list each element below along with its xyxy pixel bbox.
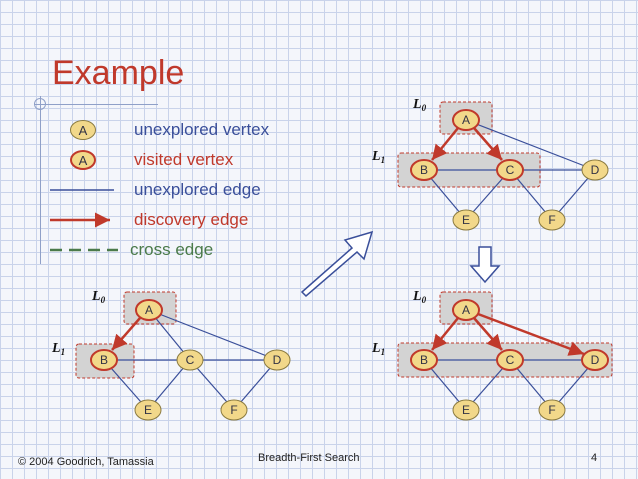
svg-text:F: F xyxy=(548,403,555,417)
level-label-l1: L1 xyxy=(371,149,385,165)
level-label-l1: L1 xyxy=(371,341,385,357)
vertex-d: D xyxy=(263,349,291,371)
level-label-l0: L0 xyxy=(412,289,427,305)
transition-arrow-down xyxy=(469,246,501,284)
svg-text:D: D xyxy=(591,353,600,367)
vertex-b: B xyxy=(90,349,118,371)
vertex-e: E xyxy=(452,399,480,421)
level-label-l0: L0 xyxy=(91,289,106,305)
svg-text:C: C xyxy=(506,163,515,177)
vertex-d: D xyxy=(581,349,609,371)
svg-text:C: C xyxy=(506,353,515,367)
vertex-b: B xyxy=(410,349,438,371)
vertex-a: A xyxy=(135,299,163,321)
vertex-e: E xyxy=(134,399,162,421)
svg-text:A: A xyxy=(145,303,153,317)
slide-title: Example xyxy=(52,54,185,92)
legend-unexplored-vertex-text: unexplored vertex xyxy=(134,120,270,139)
svg-text:B: B xyxy=(100,353,108,367)
panel-bottom-right: L0 L1 A B C D E F xyxy=(371,289,613,421)
level-label-l0: L0 xyxy=(412,97,427,113)
vertex-f: F xyxy=(538,209,566,231)
legend-unexplored-edge-text: unexplored edge xyxy=(134,180,261,199)
svg-text:A: A xyxy=(462,113,470,127)
svg-text:F: F xyxy=(548,213,555,227)
level-label-l1: L1 xyxy=(51,341,65,357)
svg-text:D: D xyxy=(591,163,600,177)
legend-visited-vertex-text: visited vertex xyxy=(134,150,234,169)
discovery-edge-a-c xyxy=(473,317,503,351)
vertex-e: E xyxy=(452,209,480,231)
vertex-a: A xyxy=(452,299,480,321)
vertex-a: A xyxy=(452,109,480,131)
legend-discovery-edge-text: discovery edge xyxy=(134,210,249,229)
svg-text:D: D xyxy=(273,353,282,367)
footer-slide-title: Breadth-First Search xyxy=(258,452,360,464)
discovery-edge-a-b xyxy=(431,127,459,161)
svg-text:E: E xyxy=(462,403,470,417)
discovery-edge-a-c xyxy=(473,127,503,161)
legend-unexplored-vertex: A xyxy=(70,120,96,140)
vertex-c: C xyxy=(496,159,524,181)
title-rule-vertical xyxy=(40,96,41,264)
vertex-d: D xyxy=(581,159,609,181)
svg-text:F: F xyxy=(230,403,237,417)
legend-visited-vertex-label: A xyxy=(78,152,88,168)
discovery-edge-a-b xyxy=(431,317,459,351)
title-ornament xyxy=(34,98,46,110)
vertex-f: F xyxy=(538,399,566,421)
legend-cross-edge-text: cross edge xyxy=(130,240,214,259)
vertex-f: F xyxy=(220,399,248,421)
discovery-edge-a-b xyxy=(111,317,141,351)
footer-copyright: © 2004 Goodrich, Tamassia xyxy=(18,456,154,468)
vertex-c: C xyxy=(176,349,204,371)
svg-text:B: B xyxy=(420,163,428,177)
legend-unexplored-vertex-label: A xyxy=(78,122,88,138)
edge-a-d xyxy=(148,309,278,361)
discovery-edge-a-d xyxy=(477,312,585,356)
transition-arrow-diagonal xyxy=(300,230,374,298)
svg-text:E: E xyxy=(144,403,152,417)
page-number: 4 xyxy=(591,452,598,464)
edge-a-d xyxy=(465,119,596,171)
svg-text:A: A xyxy=(462,303,470,317)
panel-bottom-left: L0 L1 A B C D E F xyxy=(51,289,291,421)
svg-text:C: C xyxy=(186,353,195,367)
title-rule-horizontal xyxy=(34,104,158,105)
panel-top-right: L0 L1 A B C D E F xyxy=(371,97,609,231)
vertex-c: C xyxy=(496,349,524,371)
legend-visited-vertex: A xyxy=(70,150,96,170)
svg-text:B: B xyxy=(420,353,428,367)
svg-text:E: E xyxy=(462,213,470,227)
vertex-b: B xyxy=(410,159,438,181)
